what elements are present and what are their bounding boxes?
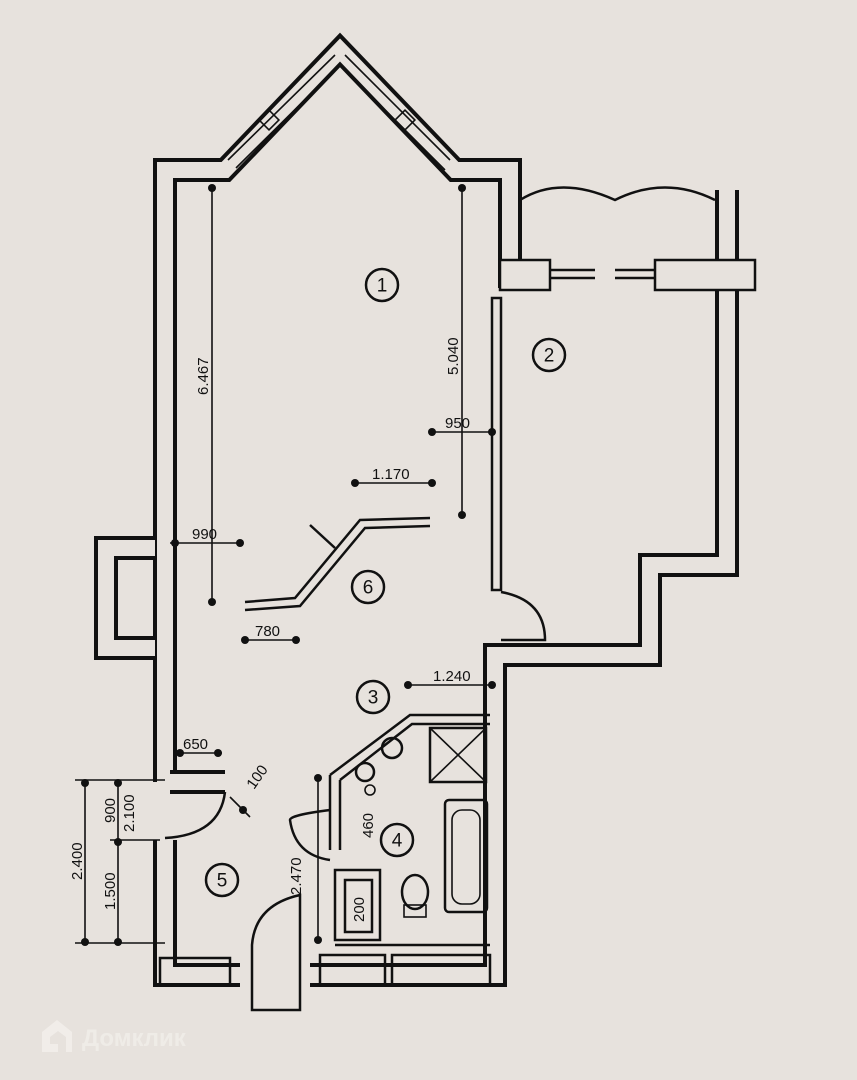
dim-200: 200 <box>351 897 368 922</box>
dim-5040: 5.040 <box>445 337 462 375</box>
dim-100: 100 <box>243 762 271 792</box>
dim-1500: 1.500 <box>102 872 119 910</box>
svg-text:3: 3 <box>368 688 379 709</box>
walls <box>94 32 757 987</box>
svg-text:1: 1 <box>377 276 388 297</box>
dim-2400: 2.400 <box>69 842 86 880</box>
dim-780: 780 <box>255 623 280 640</box>
room-labels: 1 2 3 4 5 6 <box>204 267 567 898</box>
svg-text:4: 4 <box>392 831 403 852</box>
dimension-lines <box>75 184 496 946</box>
toilet <box>400 873 430 911</box>
shower <box>428 726 488 784</box>
svg-text:2: 2 <box>544 346 555 367</box>
svg-text:6: 6 <box>363 578 374 599</box>
room-4-label: 4 <box>379 822 415 858</box>
dim-900: 900 <box>102 798 119 823</box>
windows <box>227 54 655 280</box>
dim-460: 460 <box>360 813 377 838</box>
dim-2100: 2.100 <box>121 794 138 832</box>
svg-text:Домклик: Домклик <box>82 1025 187 1052</box>
sink <box>380 736 404 760</box>
doors <box>164 186 716 1012</box>
room-1-label: 1 <box>364 267 400 303</box>
room-2-label: 2 <box>531 337 567 373</box>
dim-2470: 2.470 <box>288 857 305 895</box>
dim-1240: 1.240 <box>433 668 471 685</box>
dim-950: 950 <box>445 415 470 432</box>
room-5-label: 5 <box>204 862 240 898</box>
bathtub <box>443 798 489 914</box>
dim-990: 990 <box>192 526 217 543</box>
dim-6467: 6.467 <box>195 357 212 395</box>
watermark: Домклик <box>42 1020 187 1052</box>
svg-text:5: 5 <box>217 871 228 892</box>
room-3-label: 3 <box>355 679 391 715</box>
dim-650: 650 <box>183 736 208 753</box>
domclick-logo-icon <box>42 1020 72 1052</box>
dim-1170: 1.170 <box>372 466 410 483</box>
fixtures <box>354 726 489 918</box>
dimension-labels: 6.467 5.040 950 1.170 990 780 1.240 650 … <box>69 337 471 922</box>
room-6-label: 6 <box>350 569 386 605</box>
